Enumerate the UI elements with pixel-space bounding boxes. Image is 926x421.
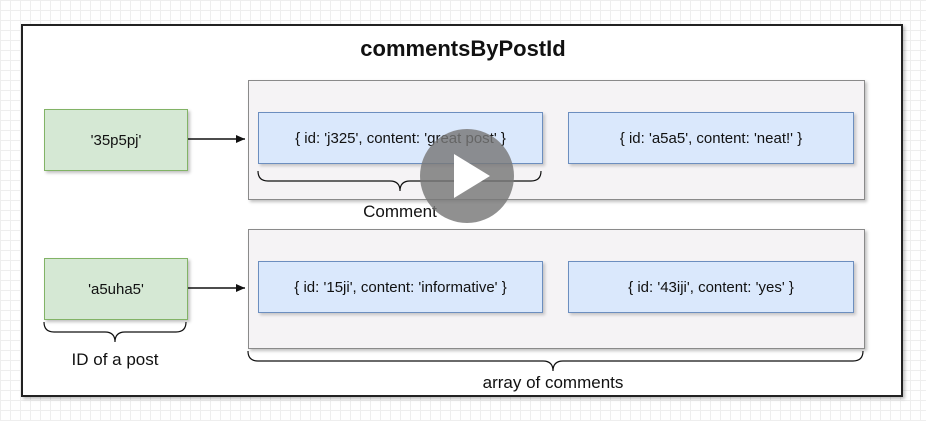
- play-button[interactable]: [420, 129, 514, 223]
- comment-box: { id: '43iji', content: 'yes' }: [568, 261, 854, 313]
- array-label: array of comments: [482, 373, 624, 392]
- comment-box: { id: '15ji', content: 'informative' }: [258, 261, 543, 313]
- play-icon: [454, 154, 490, 198]
- comment-box: { id: 'a5a5', content: 'neat!' }: [568, 112, 854, 164]
- post-id-box: '35p5pj': [44, 109, 188, 171]
- post-id-label: ID of a post: [71, 350, 159, 369]
- diagram-title: commentsByPostId: [360, 36, 566, 61]
- comment-label: Comment: [363, 202, 437, 221]
- post-id-box: 'a5uha5': [44, 258, 188, 320]
